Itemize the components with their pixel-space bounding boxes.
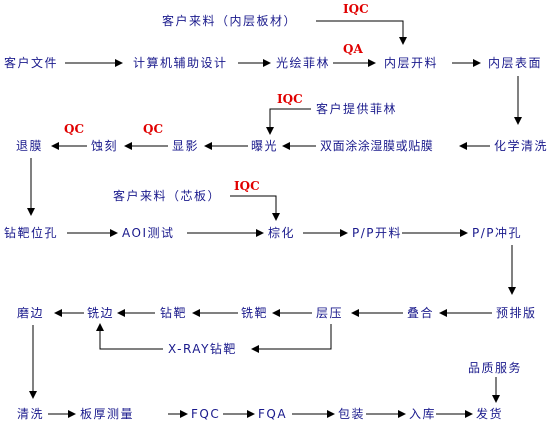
arrow-xray-to-routing [96,323,163,350]
node-aoi: AOI测试 [122,226,175,240]
node-inner-surface: 内层表面 [488,56,543,70]
node-customer-film: 客户提供菲林 [316,102,398,116]
checkpoint-iqc-core: IQC [234,179,260,193]
node-pre-layup: 预排版 [496,306,537,320]
node-drill-target2: 钻靶 [160,306,188,320]
node-stack: 叠合 [407,306,435,320]
node-lamination: 层压 [316,306,344,320]
node-pp-punch: P/P冲孔 [472,226,523,240]
checkpoint-iqc-top: IQC [343,2,369,16]
node-edge-grind: 磨边 [17,306,45,320]
node-etch: 蚀刻 [91,139,119,153]
node-exposure: 曝光 [251,139,279,153]
checkpoint-qa: QA [343,42,363,56]
checkpoint-iqc-film: IQC [277,92,303,106]
node-quality-service: 品质服务 [468,361,523,375]
arrow-core-to-brown [230,195,280,221]
node-customer-material-inner: 客户来料（内层板材） [162,14,298,28]
checkpoint-qc-etch: QC [64,122,85,136]
node-inner-cutting: 内层开料 [384,56,439,70]
node-photoplot-film: 光绘菲林 [276,56,331,70]
node-cleaning: 清洗 [17,407,45,421]
node-pp-cutting: P/P开料 [352,226,403,240]
node-fqa: FQA [258,407,288,421]
node-coating: 双面涂涂湿膜或贴膜 [320,139,434,153]
node-develop: 显影 [172,139,200,153]
arrow-customer-film-to-exposure [266,108,311,135]
node-drill-target: 钻靶位孔 [4,226,59,240]
node-customer-material-core: 客户来料（芯板） [113,189,222,203]
node-routing: 铣边 [87,306,115,320]
node-packing: 包装 [338,407,366,421]
node-chemical-clean: 化学清洗 [494,139,549,153]
node-xray: X-RAY钻靶 [168,342,237,356]
node-cam-design: 计算机辅助设计 [133,56,228,70]
node-mill-target: 铣靶 [241,306,269,320]
arrow-lamination-to-xray [251,324,332,353]
node-brown-oxide: 棕化 [268,226,296,240]
node-customer-file: 客户文件 [4,56,59,70]
checkpoint-qc-develop: QC [143,122,164,136]
node-shipping: 发货 [476,407,504,421]
arrow-customer-material-to-cutting [316,20,407,45]
node-fqc: FQC [191,407,221,421]
node-thickness: 板厚测量 [80,407,135,421]
node-strip: 退膜 [16,139,44,153]
node-warehouse: 入库 [409,407,437,421]
